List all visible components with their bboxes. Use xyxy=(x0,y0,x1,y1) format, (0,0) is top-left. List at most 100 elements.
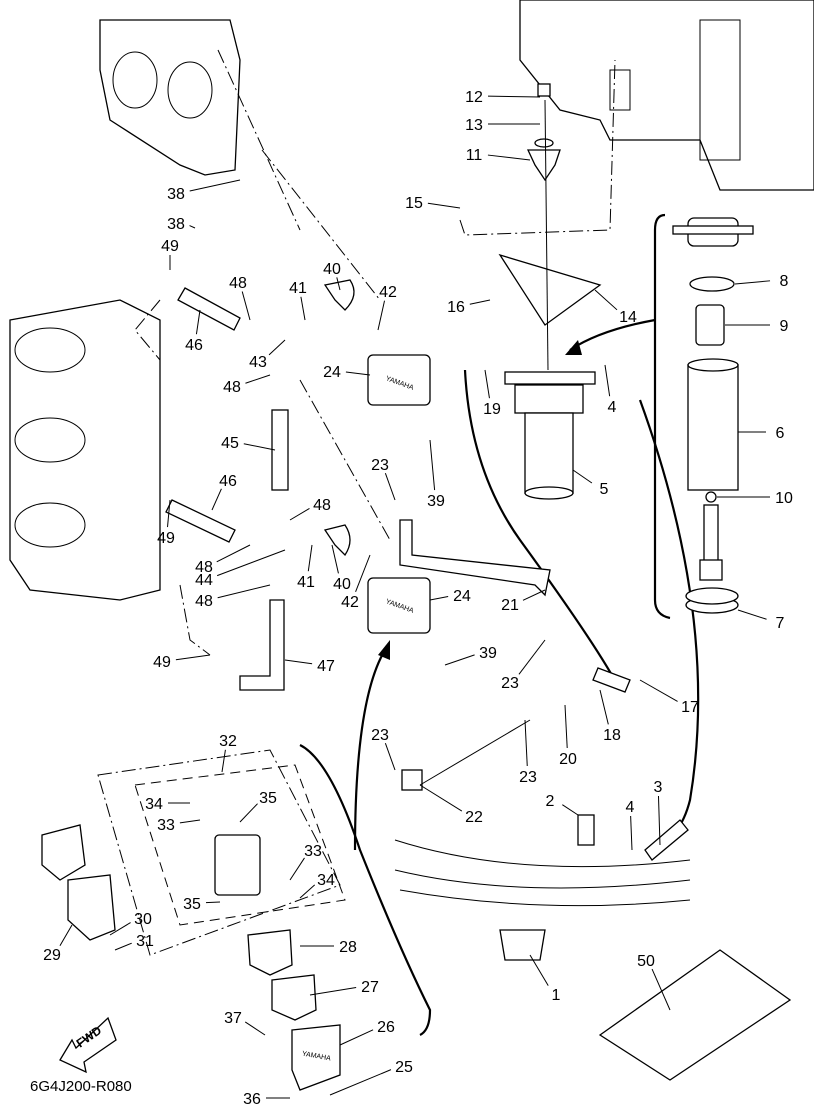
callout-48: 48 xyxy=(195,544,251,576)
callout-39: 39 xyxy=(427,439,445,510)
sub-bracket-arc xyxy=(653,213,671,620)
filter-exploded-parts xyxy=(672,217,754,614)
callout-label: 37 xyxy=(224,1010,242,1027)
leader-line xyxy=(300,296,306,321)
callout-28: 28 xyxy=(300,939,357,956)
leader-line xyxy=(243,443,276,451)
leader-line xyxy=(167,499,171,528)
callout-42: 42 xyxy=(377,284,397,331)
callout-48: 48 xyxy=(289,497,331,521)
callout-label: 39 xyxy=(427,493,445,510)
leader-line xyxy=(562,804,579,816)
callout-label: 42 xyxy=(341,594,359,611)
leader-line xyxy=(444,654,475,666)
callout-13: 13 xyxy=(465,117,540,134)
callout-35: 35 xyxy=(183,896,221,913)
callout-23: 23 xyxy=(371,457,396,501)
callout-23: 23 xyxy=(519,719,537,786)
callout-label: 24 xyxy=(323,364,341,381)
callout-23: 23 xyxy=(371,727,396,771)
leader-line xyxy=(284,659,313,665)
callout-34: 34 xyxy=(299,872,335,899)
callout-48: 48 xyxy=(195,584,271,610)
callout-26: 26 xyxy=(339,1019,395,1046)
leader-line xyxy=(524,719,528,767)
leader-line xyxy=(345,371,371,376)
callout-4: 4 xyxy=(604,364,617,416)
callout-label: 24 xyxy=(453,588,471,605)
leader-line xyxy=(189,179,241,192)
callout-label: 40 xyxy=(323,261,341,278)
leader-line xyxy=(734,280,771,285)
leader-line xyxy=(355,554,371,593)
leader-line xyxy=(484,369,490,399)
callout-label: 49 xyxy=(157,530,175,547)
callout-4: 4 xyxy=(626,799,635,851)
leader-line xyxy=(487,95,541,98)
callout-label: 45 xyxy=(221,435,239,452)
fwd-arrow-icon: FWD xyxy=(59,1016,117,1074)
kit-inner-outline xyxy=(134,764,346,926)
leader-line xyxy=(737,609,767,620)
callout-23: 23 xyxy=(501,639,546,692)
hoses-and-joints xyxy=(165,279,792,1081)
callout-label: 32 xyxy=(219,733,237,750)
leader-line xyxy=(604,364,611,397)
leader-line xyxy=(245,374,271,384)
leader-line xyxy=(189,225,196,229)
callout-label: 18 xyxy=(603,727,621,744)
callout-label: 11 xyxy=(466,147,483,164)
callout-label: 9 xyxy=(780,318,789,335)
leader-line xyxy=(529,954,549,986)
callout-34: 34 xyxy=(145,796,190,813)
callout-label: 23 xyxy=(501,675,519,692)
engine-block-lower xyxy=(9,299,161,601)
leader-line xyxy=(175,654,211,661)
callout-1: 1 xyxy=(529,954,561,1004)
leader-line xyxy=(331,544,339,574)
leader-line xyxy=(211,488,222,511)
callout-label: 15 xyxy=(405,195,423,212)
callout-12: 12 xyxy=(465,89,541,106)
callout-label: 20 xyxy=(559,751,577,768)
kit-outline xyxy=(97,749,341,956)
brand-mark-pump-cover: YAMAHA xyxy=(301,1051,331,1063)
leader-line xyxy=(217,549,286,577)
leader-line xyxy=(429,439,436,491)
bottom-cowling xyxy=(394,839,691,907)
callout-label: 23 xyxy=(371,727,389,744)
pump-overhaul-parts: YAMAHA xyxy=(41,824,341,1091)
callout-label: 48 xyxy=(223,379,241,396)
callout-45: 45 xyxy=(221,435,276,452)
callout-49: 49 xyxy=(161,238,179,270)
leader-line xyxy=(469,299,491,305)
callout-48: 48 xyxy=(223,374,271,396)
callout-label: 36 xyxy=(243,1091,261,1108)
callout-46: 46 xyxy=(185,309,203,354)
callout-2: 2 xyxy=(546,793,579,816)
callout-label: 14 xyxy=(619,309,637,326)
leader-line xyxy=(377,300,386,331)
callout-label: 48 xyxy=(313,497,331,514)
leader-line xyxy=(307,544,313,572)
callout-label: 35 xyxy=(259,790,277,807)
leader-line xyxy=(329,1069,392,1096)
callout-42: 42 xyxy=(341,554,371,611)
leader-line xyxy=(572,469,593,484)
callout-40: 40 xyxy=(331,544,351,593)
fuel-filter-assembly xyxy=(498,83,602,500)
callout-label: 4 xyxy=(608,399,617,416)
callout-38: 38 xyxy=(167,179,241,203)
callout-31: 31 xyxy=(114,933,154,951)
leader-line xyxy=(594,289,618,311)
leader-line xyxy=(522,589,546,601)
callout-label: 21 xyxy=(501,597,519,614)
leader-line xyxy=(289,857,305,881)
callout-label: 7 xyxy=(776,615,785,632)
callout-40: 40 xyxy=(323,261,341,291)
callout-label: 13 xyxy=(465,117,483,134)
callout-17: 17 xyxy=(639,679,699,716)
callout-label: 8 xyxy=(780,273,789,290)
callout-6: 6 xyxy=(738,425,785,442)
callout-label: 34 xyxy=(145,796,163,813)
